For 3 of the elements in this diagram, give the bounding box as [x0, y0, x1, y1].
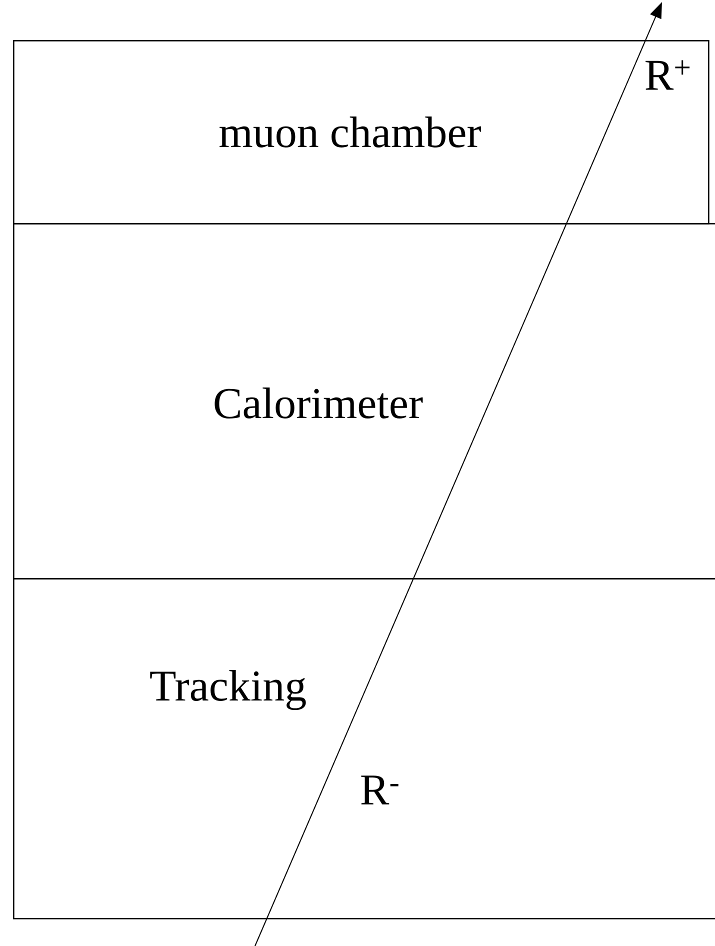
layer-box: Calorimeter [13, 223, 715, 580]
track-label: R$^{+}$ [646, 60, 690, 90]
track-label: R$^{-}$ [361, 776, 398, 804]
